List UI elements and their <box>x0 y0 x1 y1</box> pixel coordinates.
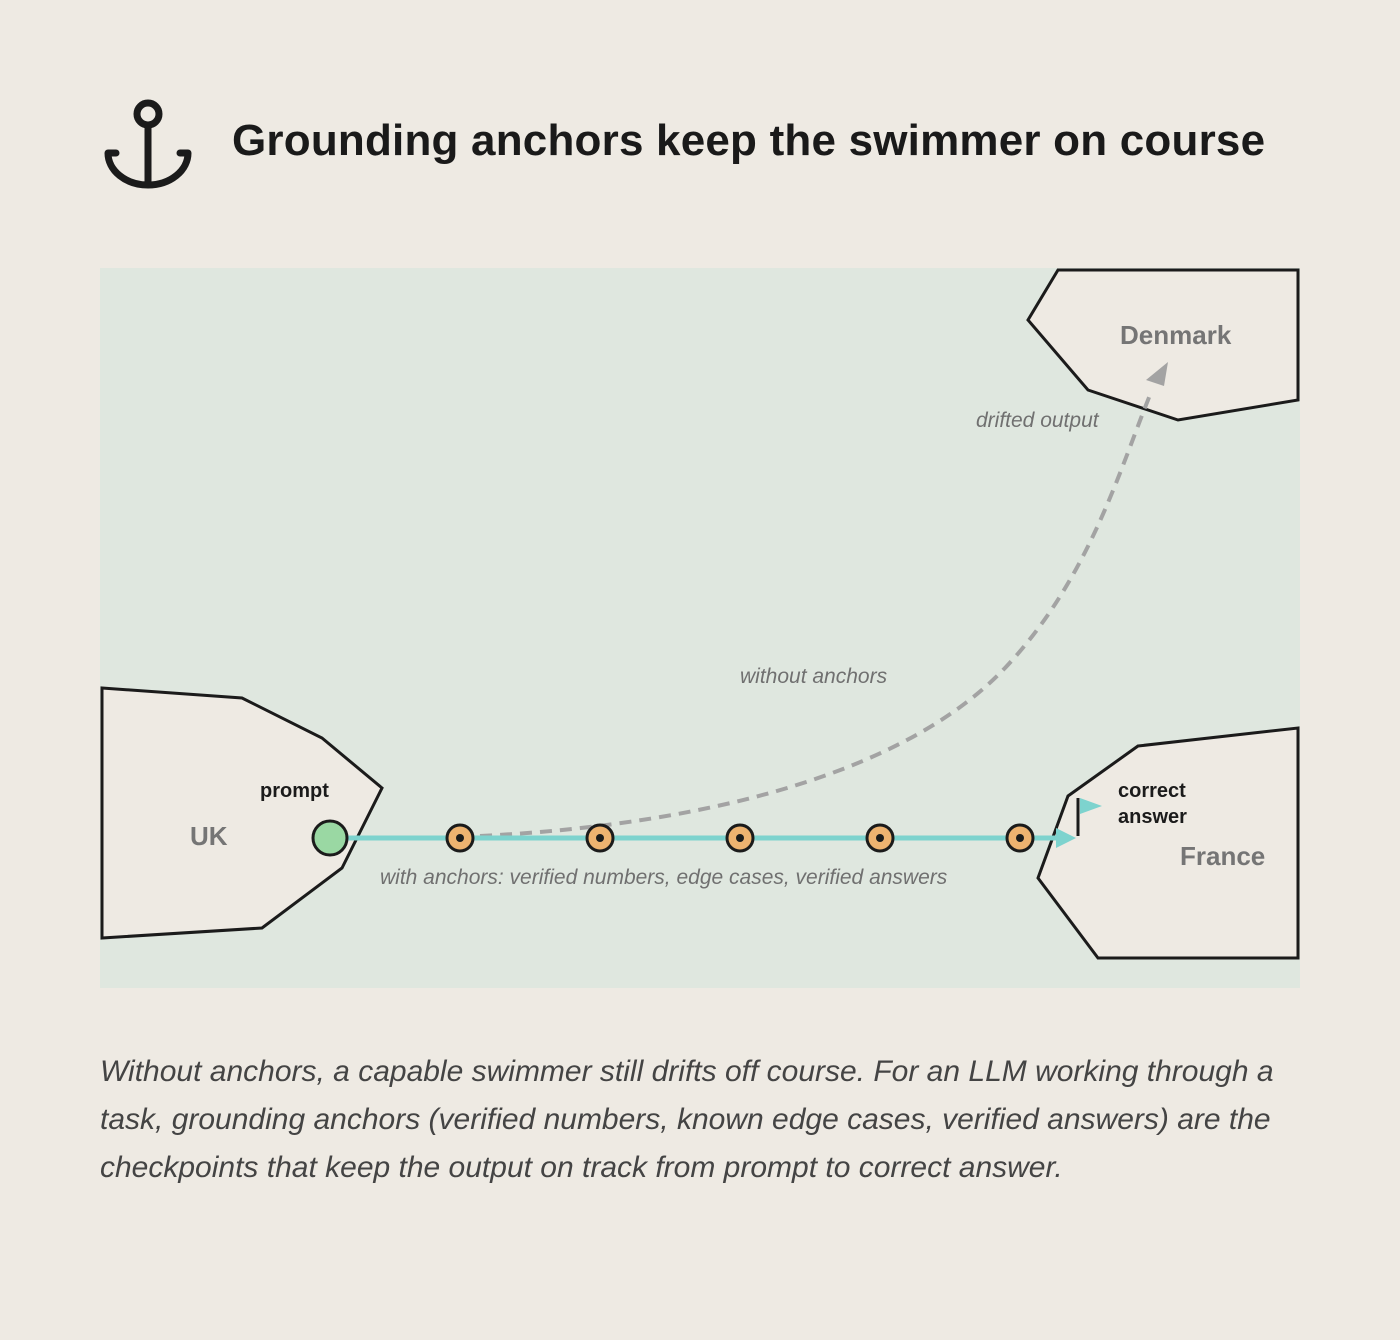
prompt-label: prompt <box>260 780 329 802</box>
denmark-label: Denmark <box>1120 320 1232 350</box>
without-anchors-label: without anchors <box>740 665 888 688</box>
anchored-arrowhead-icon <box>1056 828 1076 848</box>
drift-arrowhead-icon <box>1146 362 1168 386</box>
correct-answer-label-line1: correct <box>1118 780 1186 802</box>
anchor-icon <box>104 99 192 189</box>
anchor-checkpoint <box>725 823 755 853</box>
finish-flag-icon <box>1080 798 1102 814</box>
uk-landmass <box>100 686 384 940</box>
drifted-output-label: drifted output <box>976 409 1099 432</box>
correct-answer-label-line2: answer <box>1118 806 1187 828</box>
drift-path <box>479 389 1154 838</box>
france-landmass <box>1036 726 1300 960</box>
page-title: Grounding anchors keep the swimmer on co… <box>232 116 1266 165</box>
caption: Without anchors, a capable swimmer still… <box>100 1055 1274 1184</box>
anchor-checkpoint <box>585 823 615 853</box>
header: Grounding anchors keep the swimmer on co… <box>100 98 1265 190</box>
prompt-start-point <box>311 819 349 857</box>
anchor-checkpoint <box>865 823 895 853</box>
denmark-landmass <box>1026 268 1300 422</box>
with-anchors-label: with anchors: verified numbers, edge cas… <box>380 866 948 889</box>
anchor-checkpoint <box>1005 823 1035 853</box>
uk-label: UK <box>190 821 228 851</box>
france-label: France <box>1180 841 1266 871</box>
diagram-canvas <box>100 268 1300 960</box>
anchor-checkpoint <box>445 823 475 853</box>
diagram-panel: Denmark UK France prompt correct answer … <box>100 268 1300 988</box>
